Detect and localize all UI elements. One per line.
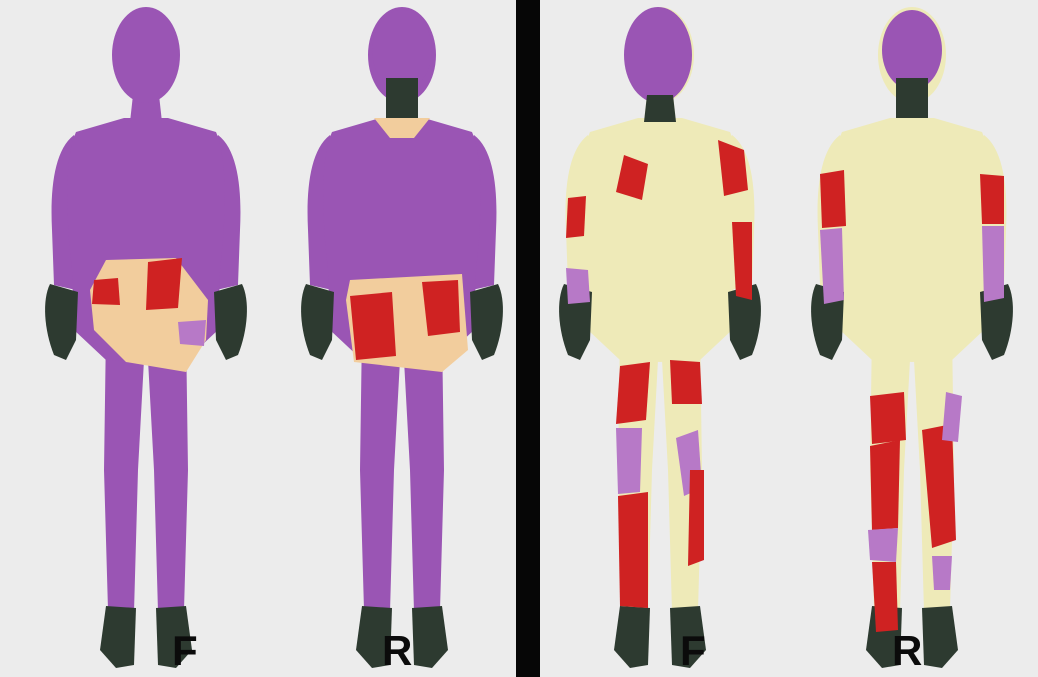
view-label-front: F [680, 628, 706, 674]
region-patch [820, 170, 846, 228]
figure-left-rear [301, 7, 503, 668]
region-patch [146, 258, 182, 310]
view-label-rear: R [382, 628, 412, 674]
figure-right-front [559, 7, 761, 668]
region-patch [350, 292, 396, 360]
figure-left-front [45, 7, 247, 668]
region-patch [618, 492, 648, 608]
view-label-rear: R [892, 628, 922, 674]
region-patch [820, 228, 844, 304]
region-patch [92, 278, 120, 305]
region-patch [566, 196, 586, 238]
figure-right-rear [811, 7, 1013, 668]
view-label-front: F [172, 628, 198, 674]
region-patch [688, 470, 704, 566]
region-patch [422, 280, 460, 336]
region-patch [870, 392, 906, 444]
region-patch [670, 360, 702, 404]
region-patch [868, 528, 898, 562]
region-patch [982, 226, 1004, 302]
region-patch [980, 174, 1004, 224]
region-patch [566, 268, 590, 304]
region-patch [872, 562, 898, 632]
region-patch [178, 320, 206, 346]
region-patch [932, 556, 952, 590]
region-patch [616, 362, 650, 424]
region-patch [616, 428, 642, 494]
region-patch [870, 440, 900, 530]
